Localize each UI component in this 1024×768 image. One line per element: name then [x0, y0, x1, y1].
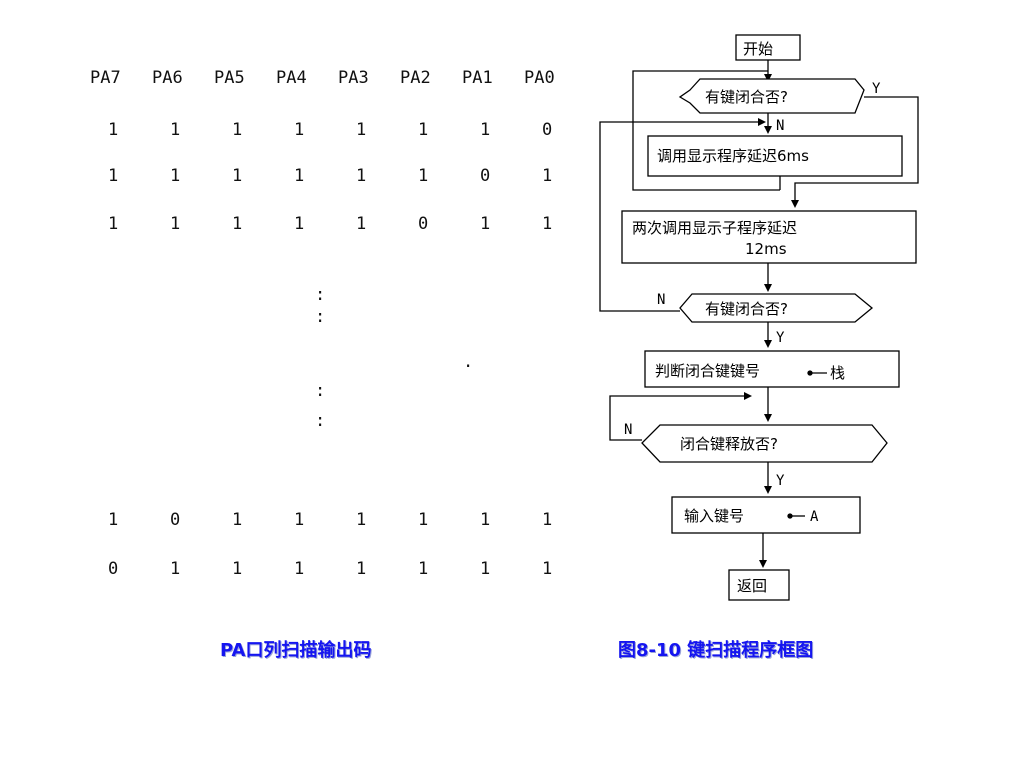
- key-scan-flowchart: 开始 有键闭合否? Y N 调用显示程序延迟6ms 两次调用显示子程序延迟 12…: [599, 34, 919, 601]
- stray-dot: .: [463, 352, 473, 372]
- table-cell: 1: [356, 166, 366, 186]
- table-cell: 1: [232, 214, 242, 234]
- table-cell: 1: [356, 120, 366, 140]
- table-cell: 1: [418, 510, 428, 530]
- ellipsis-mark: :: [315, 411, 325, 431]
- ellipsis-mark: :: [315, 381, 325, 401]
- header-pa2: PA2: [400, 68, 431, 88]
- table-cell: 1: [542, 510, 552, 530]
- table-row: 1 1 1 1 1 1 0 1: [108, 166, 552, 186]
- table-cell: 1: [108, 120, 118, 140]
- table-cell: 1: [170, 120, 180, 140]
- table-cell: 1: [294, 510, 304, 530]
- table-cell: 1: [356, 559, 366, 579]
- table-cell: 0: [108, 559, 118, 579]
- table-cell: 1: [294, 214, 304, 234]
- table-cell: 1: [480, 214, 490, 234]
- table-cell: 1: [418, 120, 428, 140]
- process2-label-line2: 12ms: [745, 240, 787, 258]
- decision3-label: 闭合键释放否?: [680, 435, 778, 453]
- table-cell: 1: [418, 166, 428, 186]
- table-cell: 1: [232, 559, 242, 579]
- process3-label: 判断闭合键键号: [655, 362, 760, 380]
- table-cell: 1: [294, 559, 304, 579]
- table-cell: 1: [480, 559, 490, 579]
- end-label: 返回: [737, 577, 767, 595]
- start-label: 开始: [743, 40, 773, 58]
- table-cell: 0: [480, 166, 490, 186]
- header-pa6: PA6: [152, 68, 183, 88]
- decision3-n-label: N: [624, 422, 632, 438]
- table-cell: 1: [294, 166, 304, 186]
- table-row: 0 1 1 1 1 1 1 1: [108, 559, 552, 579]
- table-cell: 1: [418, 559, 428, 579]
- table-cell: 1: [170, 166, 180, 186]
- table-cell: 1: [232, 120, 242, 140]
- table-cell: 1: [108, 166, 118, 186]
- table-cell: 0: [170, 510, 180, 530]
- decision3-y-label: Y: [776, 473, 785, 489]
- table-caption: PA口列扫描输出码: [220, 640, 372, 661]
- table-row: 1 0 1 1 1 1 1 1: [108, 510, 552, 530]
- table-cell: 1: [170, 214, 180, 234]
- scan-code-table: PA7 PA6 PA5 PA4 PA3 PA2 PA1 PA0 1 1 1 1 …: [90, 68, 555, 579]
- process-key-to-stack: [644, 350, 900, 388]
- decision-key-pressed-2: [679, 293, 874, 323]
- table-cell: 1: [170, 559, 180, 579]
- table-cell: 1: [108, 510, 118, 530]
- decision2-y-label: Y: [776, 330, 785, 346]
- table-cell: 1: [294, 120, 304, 140]
- process-delay-12ms: [621, 210, 917, 264]
- end-box: [728, 569, 790, 601]
- decision1-label: 有键闭合否?: [705, 88, 788, 106]
- ellipsis-mark: :: [315, 307, 325, 327]
- decision2-n-label: N: [657, 292, 665, 308]
- decision-key-released: [641, 424, 888, 463]
- process-delay-6ms: [647, 135, 903, 177]
- process4-label: 输入键号: [684, 507, 744, 525]
- table-cell: 1: [232, 510, 242, 530]
- table-cell: 0: [418, 214, 428, 234]
- table-cell: 1: [480, 510, 490, 530]
- header-pa1: PA1: [462, 68, 493, 88]
- decision1-n-label: N: [776, 118, 784, 134]
- header-pa3: PA3: [338, 68, 369, 88]
- process4-target: A: [810, 509, 819, 525]
- process-key-to-a: [671, 496, 861, 534]
- header-pa5: PA5: [214, 68, 245, 88]
- process1-label: 调用显示程序延迟6ms: [657, 147, 809, 165]
- decision-key-pressed-1: [678, 78, 865, 114]
- table-cell: 1: [480, 120, 490, 140]
- decision1-y-label: Y: [872, 81, 881, 97]
- table-row: 1 1 1 1 1 0 1 1: [108, 214, 552, 234]
- header-pa0: PA0: [524, 68, 555, 88]
- table-cell: 1: [542, 166, 552, 186]
- process2-label-line1: 两次调用显示子程序延迟: [632, 219, 797, 237]
- table-cell: 1: [542, 214, 552, 234]
- header-pa4: PA4: [276, 68, 307, 88]
- header-pa7: PA7: [90, 68, 121, 88]
- table-row: 1 1 1 1 1 1 1 0: [108, 120, 552, 140]
- decision2-label: 有键闭合否?: [705, 300, 788, 318]
- ellipsis-mark: :: [315, 285, 325, 305]
- figure-caption: 图8-10 键扫描程序框图: [618, 640, 814, 661]
- table-cell: 1: [356, 510, 366, 530]
- table-cell: 1: [542, 559, 552, 579]
- table-cell: 1: [108, 214, 118, 234]
- table-cell: 1: [356, 214, 366, 234]
- process3-target: 栈: [830, 364, 845, 382]
- start-box: [735, 34, 801, 61]
- table-cell: 0: [542, 120, 552, 140]
- table-cell: 1: [232, 166, 242, 186]
